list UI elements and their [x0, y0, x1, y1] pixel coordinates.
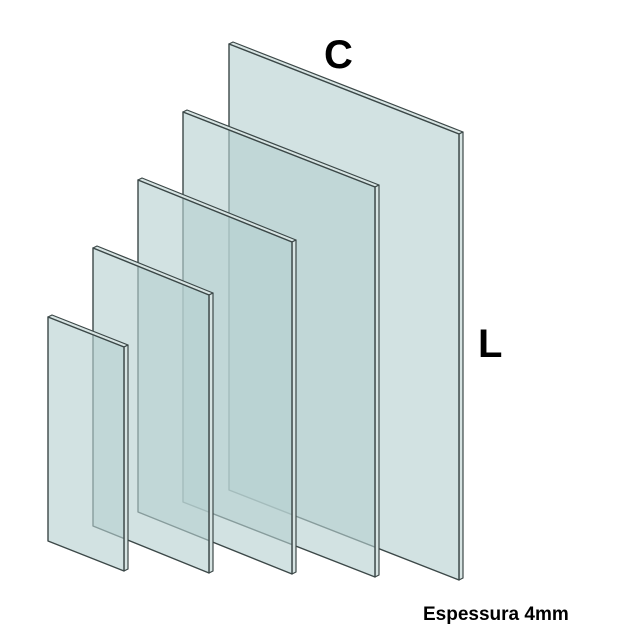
height-label: L	[478, 322, 502, 366]
glass-panel-5	[47, 314, 129, 572]
thickness-caption: Espessura 4mm	[423, 604, 569, 625]
width-label: C	[324, 33, 353, 77]
